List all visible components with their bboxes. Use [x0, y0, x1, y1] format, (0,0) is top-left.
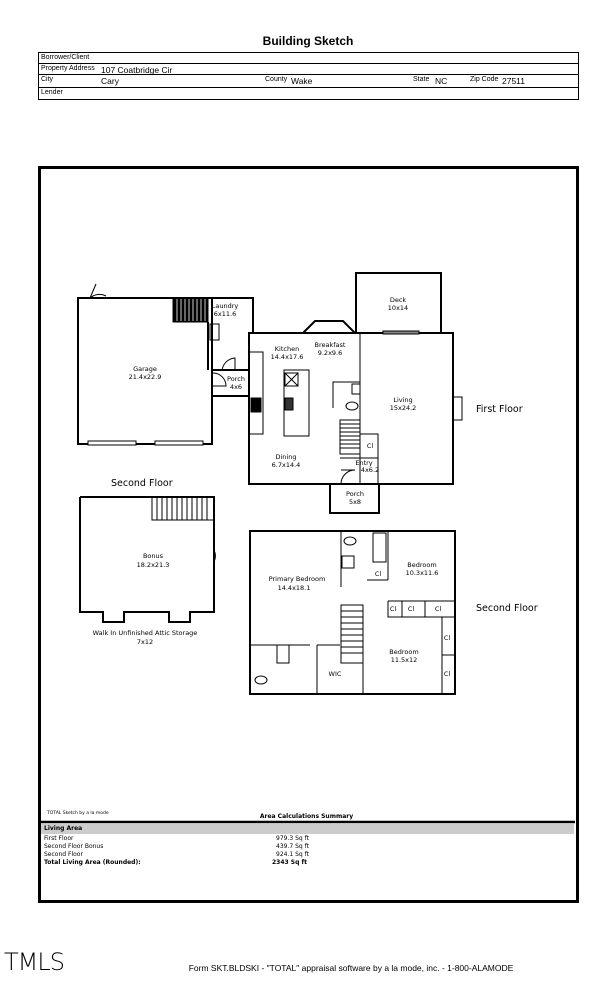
side-porch-name: Porch [227, 375, 245, 383]
summary-row-value: 979.3 Sq ft [276, 835, 309, 842]
room-labels: Garage 21.4x22.9 Laundry 6x11.6 Porch 4x… [93, 296, 451, 678]
upper-stairs [340, 604, 364, 664]
summary-row-label: First Floor [44, 835, 74, 842]
kitchen-name: Kitchen [275, 345, 299, 353]
borrower-row: Borrower/Client [39, 53, 578, 64]
laundry-walls [208, 297, 254, 333]
summary-row-value: 924.1 Sq ft [276, 851, 309, 858]
summary-title: Area Calculations Summary [259, 813, 354, 820]
floor-labels: First Floor Second Floor Second Floor [111, 404, 538, 614]
second-floor-walls [79, 496, 456, 695]
summary-row-value: 439.7 Sq ft [276, 843, 309, 850]
address-row: Property Address 107 Coatbridge Cir [39, 64, 578, 75]
deck-dims: 10x14 [388, 304, 408, 312]
attic-dims: 7x12 [137, 638, 153, 646]
address-value: 107 Coatbridge Cir [101, 65, 173, 75]
closet-label: Cl [435, 605, 442, 613]
primary-bedroom-dims: 14.4x18.1 [278, 584, 311, 592]
county-label: County [265, 76, 288, 83]
closet-label: Cl [444, 670, 451, 678]
summary-section-band [41, 824, 574, 834]
summary-row: Second Floor Bonus 439.7 Sq ft [44, 843, 577, 850]
zip-value: 27511 [502, 76, 526, 86]
garage-name: Garage [133, 365, 157, 373]
closet-label: Cl [390, 605, 397, 613]
breakfast-dims: 9.2x9.6 [318, 349, 343, 357]
entry-name: Entry [355, 459, 372, 467]
wic-label: WIC [329, 670, 342, 678]
living-dims: 15x24.2 [390, 404, 417, 412]
sketch-frame [38, 166, 579, 903]
zip-label: Zip Code [470, 76, 499, 83]
bonus-name: Bonus [143, 552, 164, 560]
deck-door [382, 330, 420, 335]
bonus-walls [79, 496, 215, 623]
second-floor-label-left: Second Floor [111, 478, 173, 489]
bedroom-1-name: Bedroom [407, 561, 436, 569]
city-value: Cary [101, 76, 119, 86]
fireplace [452, 396, 463, 421]
address-label: Property Address [41, 65, 95, 72]
summary-row: First Floor 979.3 Sq ft [44, 835, 577, 842]
closet-label: Cl [375, 570, 382, 578]
borrower-label: Borrower/Client [41, 54, 90, 61]
summary-row-label: Second Floor [44, 851, 83, 858]
front-porch-dims: 5x8 [349, 498, 361, 506]
main-stairs [339, 419, 361, 455]
laundry-name: Laundry [212, 302, 239, 310]
total-value: 2343 Sq ft [272, 859, 307, 866]
property-info-form: Borrower/Client Property Address 107 Coa… [38, 52, 579, 100]
garage-door [154, 440, 204, 446]
bonus-dims: 18.2x21.3 [137, 561, 170, 569]
upper-floor-walls [249, 530, 456, 695]
breakfast-name: Breakfast [315, 341, 346, 349]
first-floor-label: First Floor [476, 404, 523, 415]
summary-row-label: Second Floor Bonus [44, 843, 104, 850]
bedroom-1-dims: 10.3x11.6 [406, 569, 439, 577]
front-porch-walls [329, 483, 380, 514]
form-footer: Form SKT.BLDSKI - "TOTAL" appraisal soft… [188, 963, 514, 973]
primary-bedroom-name: Primary Bedroom [269, 575, 326, 583]
breakfast-bay [302, 320, 356, 334]
attic-name: Walk In Unfinished Attic Storage [93, 629, 198, 637]
lender-label: Lender [41, 89, 63, 96]
closet-label: Cl [408, 605, 415, 613]
second-floor-details [151, 496, 455, 694]
dining-dims: 6.7x14.4 [272, 461, 301, 469]
kitchen-island [283, 369, 310, 437]
laundry-dims: 6x11.6 [214, 310, 236, 318]
city-label: City [41, 76, 54, 83]
state-value: NC [435, 76, 448, 86]
state-label: State [413, 76, 430, 83]
garage-dims: 21.4x22.9 [129, 373, 162, 381]
bonus-stairs [151, 496, 215, 521]
second-floor-label-right: Second Floor [476, 603, 538, 614]
front-porch-name: Porch [346, 490, 364, 498]
garage-stairs [172, 297, 209, 323]
closet-label: Cl [444, 634, 451, 642]
page-title: Building Sketch [262, 34, 354, 48]
garage-door [87, 440, 137, 446]
city-row: City Cary County Wake State NC Zip Code … [39, 75, 578, 88]
sketch-credit: TOTAL Sketch by a la mode [47, 811, 109, 816]
entry-dims: 4x6.2 [361, 466, 379, 474]
county-value: Wake [291, 76, 313, 86]
summary-total-row: Total Living Area (Rounded): 2343 Sq ft [44, 859, 577, 866]
living-area-heading: Living Area [44, 825, 83, 832]
tmls-logo: TMLS [4, 948, 65, 976]
dining-name: Dining [276, 453, 297, 461]
deck-name: Deck [390, 296, 407, 304]
side-porch-dims: 4x6 [230, 383, 242, 391]
summary-row: Second Floor 924.1 Sq ft [44, 851, 577, 858]
bedroom-2-dims: 11.5x12 [391, 656, 418, 664]
total-label: Total Living Area (Rounded): [44, 859, 141, 866]
first-floor-details [87, 283, 463, 485]
bedroom-2-name: Bedroom [389, 648, 418, 656]
kitchen-dims: 14.4x17.6 [271, 353, 304, 361]
lender-row: Lender [39, 88, 578, 99]
closet-label: Cl [367, 442, 374, 450]
living-name: Living [393, 396, 412, 404]
